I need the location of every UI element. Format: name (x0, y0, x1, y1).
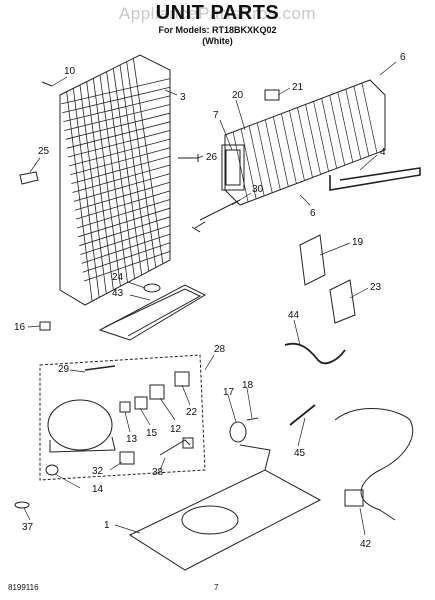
wire-harness-42 (334, 407, 414, 521)
part-label: 42 (360, 539, 372, 550)
part-label: 22 (186, 407, 198, 418)
part-label: 6 (400, 52, 406, 63)
part-label: 30 (252, 184, 264, 195)
part-label: 24 (112, 272, 124, 283)
part-label: 1 (104, 520, 110, 531)
relay-15 (134, 396, 148, 410)
part-label: 20 (232, 90, 244, 101)
watermark: AppliancePartsPros.com (118, 4, 317, 23)
part-label: 16 (14, 322, 26, 333)
evaporator (221, 79, 386, 206)
base-plate (128, 469, 322, 571)
part-label: 43 (112, 288, 124, 299)
condenser-coil (59, 54, 171, 306)
part-label: 25 (38, 146, 50, 157)
screw-26 (178, 154, 199, 162)
part-label: 45 (294, 448, 306, 459)
rod-45 (289, 404, 316, 426)
doc-number: 8199116 (8, 583, 39, 592)
part-label: 12 (170, 424, 182, 435)
screw-10 (41, 81, 53, 87)
part-21 (264, 89, 280, 101)
page-number: 7 (214, 583, 219, 592)
part-label: 37 (22, 522, 34, 533)
relay-13 (119, 401, 131, 413)
part-label: 38 (152, 467, 164, 478)
clip-37 (14, 501, 30, 509)
screw-18 (246, 417, 259, 421)
relay-22 (174, 371, 190, 387)
wire-30 (191, 199, 241, 233)
relay-12 (149, 384, 165, 400)
tube-44 (284, 342, 346, 365)
clip-16 (39, 321, 51, 331)
part-label: 17 (223, 387, 235, 398)
part-label: 7 (213, 110, 219, 121)
part-label: 13 (126, 434, 138, 445)
part-label: 21 (292, 82, 304, 93)
part-label: 14 (92, 484, 104, 495)
part-label: 10 (64, 66, 76, 77)
part-label: 3 (180, 92, 186, 103)
defrost-heater (329, 167, 421, 191)
part-label: 19 (352, 237, 364, 248)
part-label: 4 (380, 147, 386, 158)
part-32 (119, 451, 135, 465)
compressor-kit-box (39, 354, 206, 481)
part-label: 29 (58, 364, 70, 375)
models-label: For Models: RT18BKXKQ02 (158, 25, 277, 35)
grommet-14 (45, 464, 59, 476)
part-label: 15 (146, 428, 158, 439)
part-label: 32 (92, 466, 104, 477)
part-label: 26 (206, 152, 218, 163)
wire-38 (159, 439, 191, 456)
color-label: (White) (202, 36, 233, 46)
page-title: UNIT PARTS (155, 2, 280, 24)
bracket-25 (19, 171, 39, 185)
pad-19 (299, 234, 326, 286)
compressor (47, 399, 113, 451)
part-label: 6 (310, 208, 316, 219)
part-label: 23 (370, 282, 382, 293)
part-label: 28 (214, 344, 226, 355)
fan-motor-17 (229, 421, 247, 443)
part-label: 44 (288, 310, 300, 321)
part-label: 18 (242, 380, 254, 391)
pad-23 (329, 279, 356, 324)
drain-pan (98, 284, 207, 341)
